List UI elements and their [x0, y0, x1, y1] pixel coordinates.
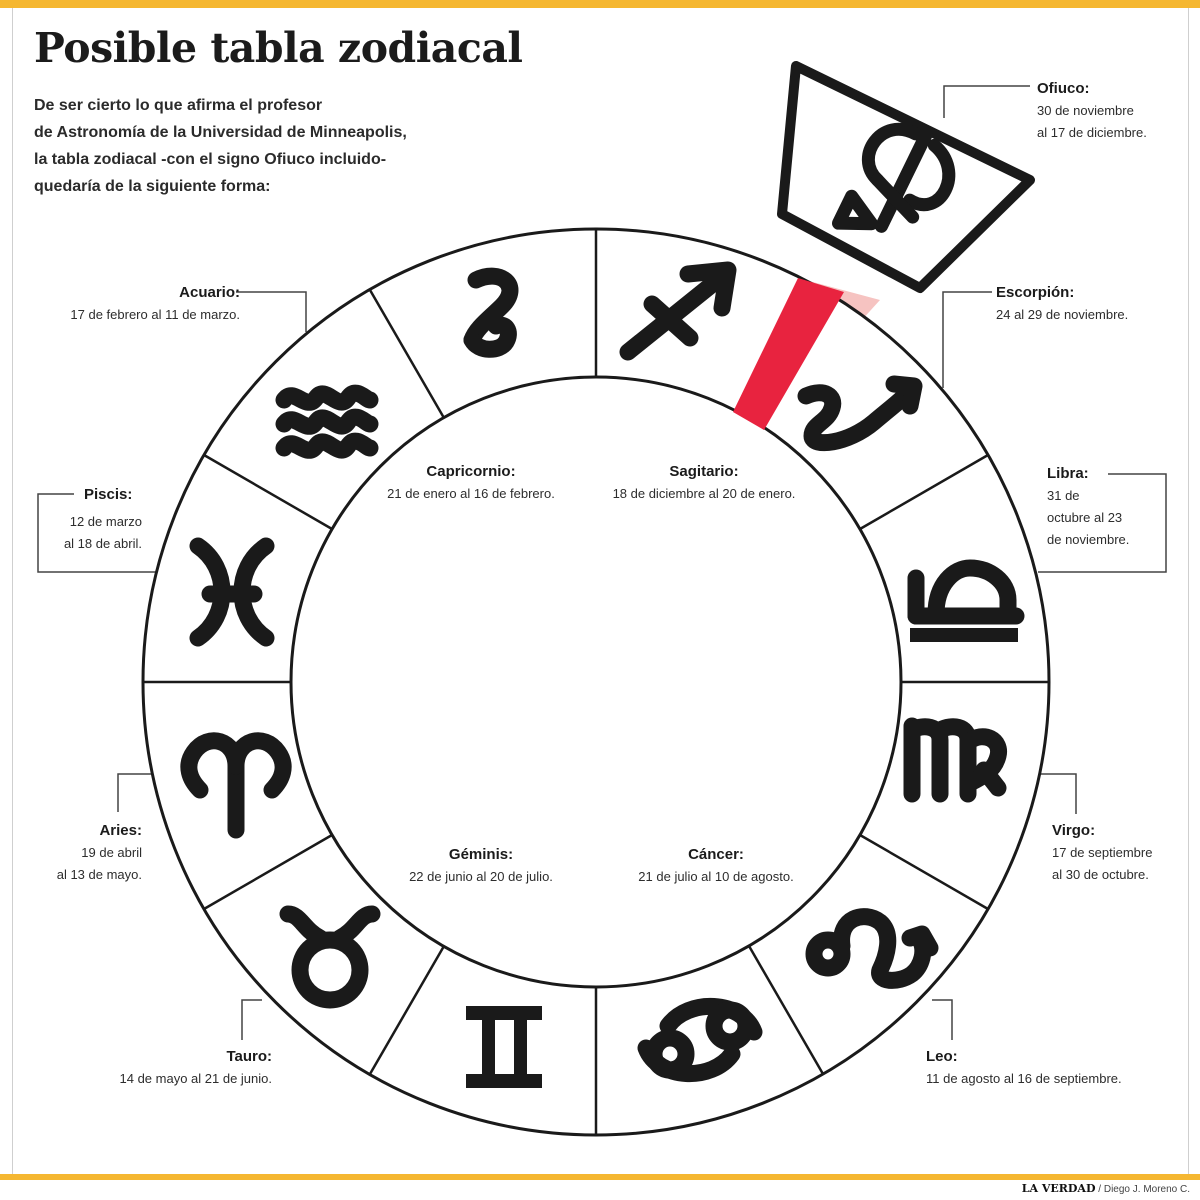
sign-name: Leo:	[926, 1048, 958, 1065]
scorpio-icon	[797, 375, 923, 452]
label-piscis: Piscis:	[84, 484, 132, 506]
ring-divider	[747, 945, 825, 1075]
leo-callout-line	[932, 999, 953, 1040]
label-libra: Libra: 31 de octubre al 23 de noviembre.	[1047, 463, 1129, 551]
sign-dates: 22 de junio al 20 de julio.	[409, 869, 553, 884]
label-ofiuco: Ofiuco: 30 de noviembre al 17 de diciemb…	[1037, 78, 1147, 144]
sign-dates: 14 de mayo al 21 de junio.	[119, 1071, 273, 1086]
bottom-accent-bar	[0, 1174, 1200, 1180]
sign-name: Tauro:	[226, 1048, 272, 1065]
sign-dates: 12 de marzo	[69, 514, 142, 529]
sign-name: Ofiuco:	[1037, 80, 1090, 97]
label-capricornio: Capricornio: 21 de enero al 16 de febrer…	[366, 461, 576, 505]
sign-dates: 21 de julio al 10 de agosto.	[638, 869, 794, 884]
label-cancer: Cáncer: 21 de julio al 10 de agosto.	[616, 844, 816, 888]
left-border-line	[12, 8, 13, 1174]
escorpion-callout-line	[942, 291, 992, 388]
capricorn-icon	[463, 267, 519, 358]
sign-dates: 30 de noviembre	[1037, 103, 1134, 118]
top-accent-bar	[0, 0, 1200, 8]
tauro-callout-line	[241, 999, 262, 1040]
sign-dates: 17 de febrero al 11 de marzo.	[70, 307, 240, 322]
sign-name: Libra:	[1047, 465, 1089, 482]
sign-name: Acuario:	[179, 284, 240, 301]
ring-divider	[859, 453, 989, 531]
sign-dates: 11 de agosto al 16 de septiembre.	[926, 1071, 1122, 1086]
ring-divider	[203, 453, 333, 531]
sign-name: Géminis:	[448, 846, 514, 863]
sign-dates: al 13 de mayo.	[56, 867, 142, 882]
aries-icon	[180, 732, 292, 839]
intro-line: la tabla zodiacal -con el signo Ofiuco i…	[34, 151, 387, 168]
label-piscis-dates: 12 de marzo al 18 de abril.	[64, 511, 142, 555]
taurus-icon	[279, 905, 381, 1009]
acuario-callout-line	[236, 291, 307, 332]
sign-dates: 24 al 29 de noviembre.	[996, 307, 1129, 322]
ophiuchus-box	[777, 61, 1035, 293]
ring-divider	[368, 945, 446, 1075]
sign-name: Escorpión:	[996, 284, 1075, 301]
label-escorpion: Escorpión: 24 al 29 de noviembre.	[996, 282, 1128, 326]
zodiac-ring	[141, 227, 1051, 1137]
sign-dates: de noviembre.	[1047, 532, 1130, 547]
ring-divider	[203, 833, 333, 911]
sign-name: Sagitario:	[669, 463, 739, 480]
libra-base-bar	[910, 628, 1018, 642]
intro-text: De ser cierto lo que afirma el profesor …	[34, 92, 454, 200]
sign-dates: 31 de	[1047, 488, 1080, 503]
pisces-icon	[189, 537, 275, 647]
sign-dates: al 18 de abril.	[63, 536, 142, 551]
libra-callout-line	[1038, 473, 1167, 573]
leo-icon	[805, 908, 939, 989]
page-title: Posible tabla zodiacal	[34, 24, 523, 72]
label-sagitario: Sagitario: 18 de diciembre al 20 de ener…	[594, 461, 814, 505]
sign-name: Cáncer:	[688, 846, 744, 863]
sign-dates: 19 de abril	[81, 845, 142, 860]
label-leo: Leo: 11 de agosto al 16 de septiembre.	[926, 1046, 1122, 1090]
ophiuchus-slice	[733, 278, 844, 430]
label-virgo: Virgo: 17 de septiembre al 30 de octubre…	[1052, 820, 1152, 886]
intro-line: De ser cierto lo que afirma el profesor	[34, 97, 323, 114]
sign-name: Aries:	[99, 822, 142, 839]
sign-dates: al 17 de diciembre.	[1037, 125, 1147, 140]
cancer-icon	[637, 998, 763, 1082]
ofiuco-callout-line	[943, 85, 1030, 118]
sign-dates: octubre al 23	[1047, 510, 1123, 525]
label-tauro: Tauro: 14 de mayo al 21 de junio.	[120, 1046, 273, 1090]
sagittarius-icon	[619, 261, 737, 361]
sign-dates: 17 de septiembre	[1052, 845, 1153, 860]
sign-name: Capricornio:	[426, 463, 516, 480]
sign-name: Virgo:	[1052, 822, 1096, 839]
intro-line: de Astronomía de la Universidad de Minne…	[34, 124, 407, 141]
brand-logo-text: LA VERDAD	[1021, 1182, 1096, 1195]
ring-divider	[859, 833, 989, 911]
label-aries: Aries: 19 de abril al 13 de mayo.	[57, 820, 142, 886]
aries-callout-line	[117, 773, 160, 812]
sign-dates: 21 de enero al 16 de febrero.	[387, 486, 555, 501]
label-geminis: Géminis: 22 de junio al 20 de julio.	[381, 844, 581, 888]
label-acuario: Acuario: 17 de febrero al 11 de marzo.	[70, 282, 240, 326]
ring-divider	[368, 289, 446, 419]
ophiuchus-icon	[831, 122, 956, 233]
sign-dates: al 30 de octubre.	[1052, 867, 1149, 882]
author-credit: / Diego J. Moreno C.	[1095, 1184, 1190, 1195]
intro-line: quedaría de la siguiente forma:	[34, 178, 271, 195]
piscis-callout-line	[37, 493, 160, 573]
leo-icon-dot	[823, 949, 833, 959]
right-border-line	[1188, 8, 1189, 1174]
aquarius-icon	[275, 384, 379, 459]
virgo-icon	[903, 717, 1007, 803]
virgo-callout-line	[1038, 773, 1077, 814]
libra-icon	[907, 559, 1025, 625]
gemini-icon	[466, 1006, 542, 1088]
sign-name: Piscis:	[84, 486, 133, 503]
sign-dates: 18 de diciembre al 20 de enero.	[612, 486, 796, 501]
footer-credit: LA VERDAD / Diego J. Moreno C.	[960, 1182, 1190, 1195]
